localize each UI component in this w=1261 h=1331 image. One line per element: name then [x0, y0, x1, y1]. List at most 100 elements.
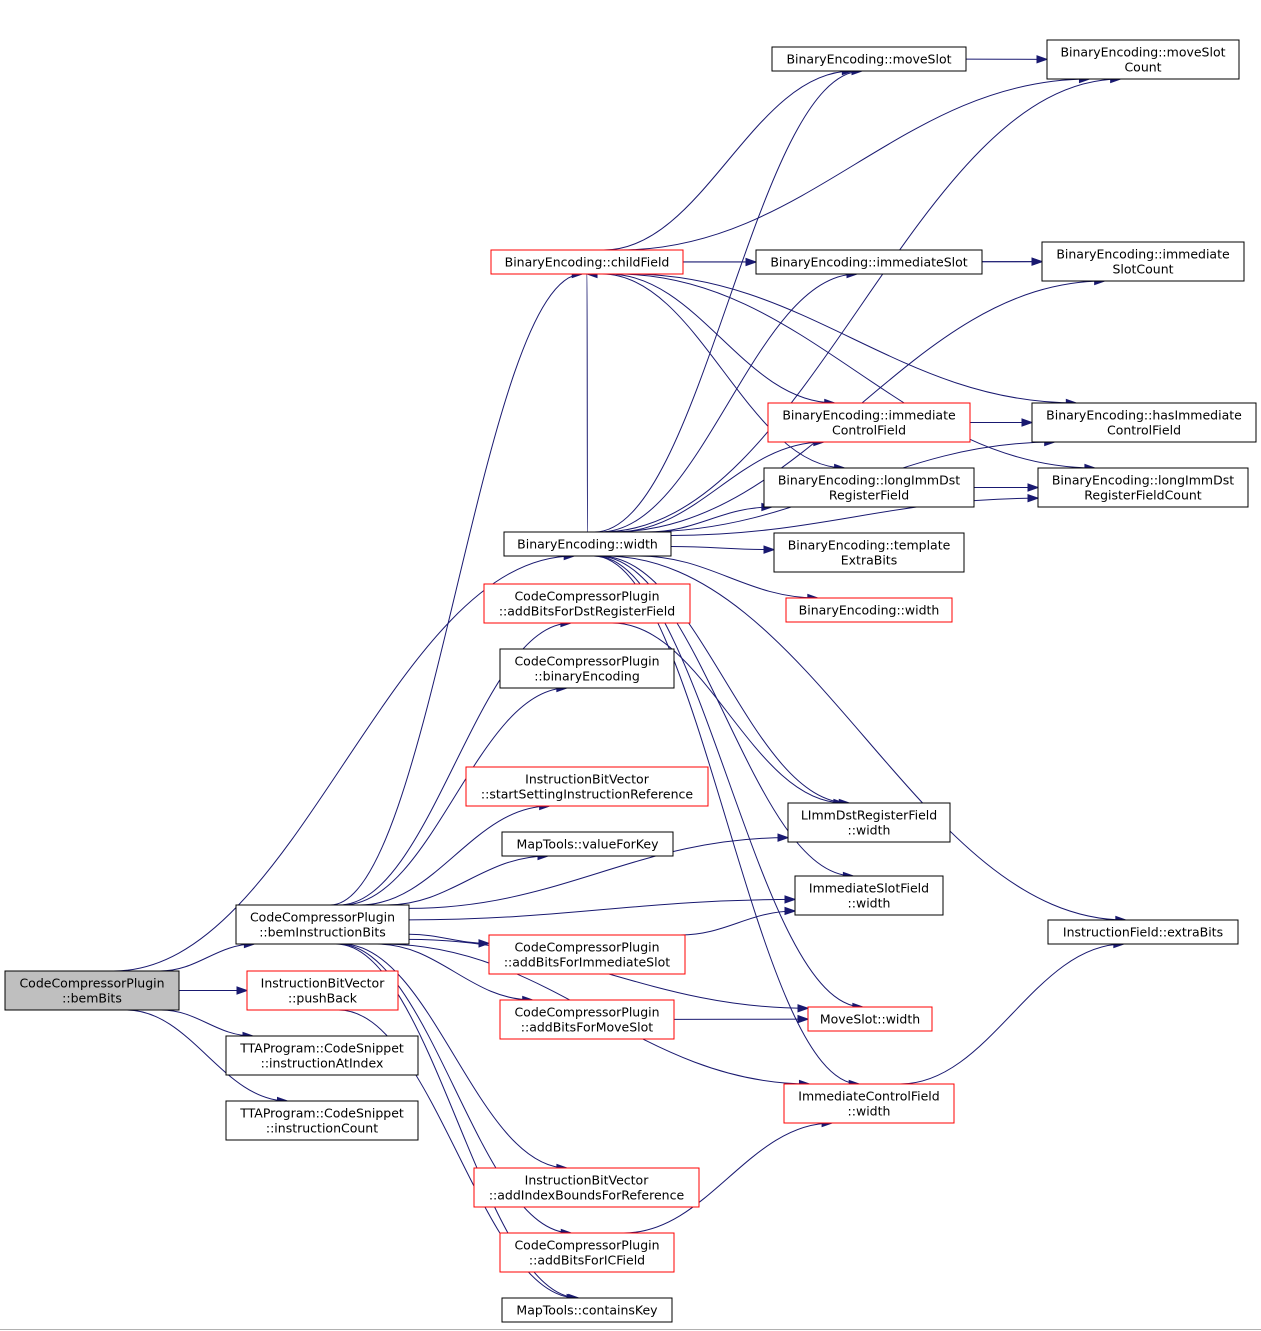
- node-label: ::width: [848, 1104, 891, 1119]
- node-box[interactable]: [1041, 241, 1245, 282]
- edge-line: [680, 910, 796, 936]
- node-label: ::binaryEncoding: [534, 669, 640, 684]
- edge-line: [408, 933, 490, 944]
- node-label: Count: [1124, 60, 1161, 75]
- node-label: TTAProgram::CodeSnippet: [239, 1041, 404, 1056]
- node-box[interactable]: [807, 1006, 933, 1032]
- node-label: MoveSlot::width: [820, 1012, 920, 1027]
- node-addBitsForMoveSlot[interactable]: CodeCompressorPlugin::addBitsForMoveSlot: [499, 999, 675, 1040]
- node-startSetting[interactable]: InstructionBitVector::startSettingInstru…: [465, 766, 709, 807]
- node-label: BinaryEncoding::immediate: [1056, 247, 1230, 262]
- node-label: BinaryEncoding::moveSlot: [786, 52, 951, 67]
- node-box[interactable]: [246, 970, 399, 1011]
- node-box[interactable]: [1047, 919, 1239, 945]
- node-label: InstructionBitVector: [525, 1173, 650, 1188]
- node-box[interactable]: [1031, 402, 1257, 443]
- node-box[interactable]: [4, 970, 180, 1011]
- node-box[interactable]: [499, 1232, 675, 1273]
- node-box[interactable]: [755, 249, 983, 275]
- node-box[interactable]: [490, 249, 684, 275]
- node-box[interactable]: [794, 875, 944, 916]
- node-label: ::addBitsForDstRegisterField: [499, 604, 675, 619]
- node-label: CodeCompressorPlugin: [514, 654, 659, 669]
- node-box[interactable]: [465, 766, 709, 807]
- node-extraBits[interactable]: InstructionField::extraBits: [1047, 919, 1239, 945]
- node-valueForKey[interactable]: MapTools::valueForKey: [501, 831, 674, 857]
- node-addBitsForDstRegisterField[interactable]: CodeCompressorPlugin::addBitsForDstRegis…: [483, 583, 691, 624]
- node-box[interactable]: [771, 46, 967, 72]
- node-box[interactable]: [773, 532, 965, 573]
- node-containsKey[interactable]: MapTools::containsKey: [501, 1297, 673, 1323]
- node-box[interactable]: [225, 1100, 419, 1141]
- node-pushBack[interactable]: InstructionBitVector::pushBack: [246, 970, 399, 1011]
- node-addBitsForImmediateSlot[interactable]: CodeCompressorPlugin::addBitsForImmediat…: [488, 934, 686, 975]
- node-label: BinaryEncoding::width: [517, 537, 658, 552]
- node-box[interactable]: [235, 904, 410, 945]
- node-label: CodeCompressorPlugin: [514, 589, 659, 604]
- node-icFieldWidth[interactable]: ImmediateControlField::width: [783, 1083, 955, 1124]
- node-immediateSlot[interactable]: BinaryEncoding::immediateSlot: [755, 249, 983, 275]
- node-moveSlotWidth[interactable]: MoveSlot::width: [807, 1006, 933, 1032]
- node-box[interactable]: [488, 934, 686, 975]
- node-label: BinaryEncoding::width: [799, 603, 940, 618]
- node-childField[interactable]: BinaryEncoding::childField: [490, 249, 684, 275]
- node-box[interactable]: [499, 999, 675, 1040]
- node-box[interactable]: [783, 1083, 955, 1124]
- node-root[interactable]: CodeCompressorPlugin::bemBits: [4, 970, 180, 1011]
- edge-line: [126, 1009, 288, 1102]
- node-label: CodeCompressorPlugin: [514, 1238, 659, 1253]
- edge-line: [601, 78, 1121, 533]
- edge-childField-to-moveSlotCount: [619, 74, 1091, 251]
- edge-beWidth-to-moveSlotCount: [601, 74, 1123, 533]
- node-label: BinaryEncoding::moveSlot: [1060, 45, 1225, 60]
- node-addBitsForICField[interactable]: CodeCompressorPlugin::addBitsForICField: [499, 1232, 675, 1273]
- edge-longImmDstRegisterField-to-longImmDstRegisterFieldCount: [973, 483, 1040, 492]
- node-box[interactable]: [1037, 467, 1249, 508]
- node-box[interactable]: [501, 1297, 673, 1323]
- node-label: ::width: [848, 896, 891, 911]
- node-box[interactable]: [483, 583, 691, 624]
- node-beWidth[interactable]: BinaryEncoding::width: [503, 531, 672, 557]
- edge-line: [623, 1122, 833, 1234]
- node-label: ::width: [848, 823, 891, 838]
- node-addIndexBounds[interactable]: InstructionBitVector::addIndexBoundsForR…: [473, 1167, 700, 1208]
- node-box[interactable]: [785, 597, 953, 623]
- node-label: BinaryEncoding::template: [788, 538, 951, 553]
- edge-beWidth-to-moveSlot: [594, 66, 864, 533]
- node-immSlotFieldWidth[interactable]: ImmediateSlotField::width: [794, 875, 944, 916]
- node-beWidth2[interactable]: BinaryEncoding::width: [785, 597, 953, 623]
- node-bemInstructionBits[interactable]: CodeCompressorPlugin::bemInstructionBits: [235, 904, 410, 945]
- node-box[interactable]: [501, 831, 674, 857]
- edge-line: [386, 855, 548, 906]
- node-limmWidth[interactable]: LImmDstRegisterField::width: [787, 802, 951, 843]
- call-edges: [113, 55, 1128, 1303]
- arrow-head-icon: [784, 906, 797, 916]
- node-instructionCount[interactable]: TTAProgram::CodeSnippet::instructionCoun…: [225, 1100, 419, 1141]
- node-box[interactable]: [767, 402, 971, 443]
- node-box[interactable]: [499, 648, 675, 689]
- node-binaryEncoding[interactable]: CodeCompressorPlugin::binaryEncoding: [499, 648, 675, 689]
- edge-line: [599, 555, 850, 804]
- node-box[interactable]: [1046, 39, 1240, 80]
- node-label: ControlField: [1107, 423, 1181, 438]
- node-label: ::addBitsForImmediateSlot: [504, 955, 670, 970]
- edge-line: [602, 273, 845, 469]
- node-longImmDstRegisterFieldCount[interactable]: BinaryEncoding::longImmDstRegisterFieldC…: [1037, 467, 1249, 508]
- node-label: ::addBitsForMoveSlot: [521, 1020, 654, 1035]
- node-label: ControlField: [832, 423, 906, 438]
- node-instructionAtIndex[interactable]: TTAProgram::CodeSnippet::instructionAtIn…: [225, 1035, 419, 1076]
- node-box[interactable]: [787, 802, 951, 843]
- node-moveSlot[interactable]: BinaryEncoding::moveSlot: [771, 46, 967, 72]
- node-box[interactable]: [503, 531, 672, 557]
- node-box[interactable]: [473, 1167, 700, 1208]
- node-box[interactable]: [763, 467, 975, 508]
- node-box[interactable]: [225, 1035, 419, 1076]
- node-label: ::startSettingInstructionReference: [481, 787, 693, 802]
- arrow-head-icon: [1021, 418, 1034, 427]
